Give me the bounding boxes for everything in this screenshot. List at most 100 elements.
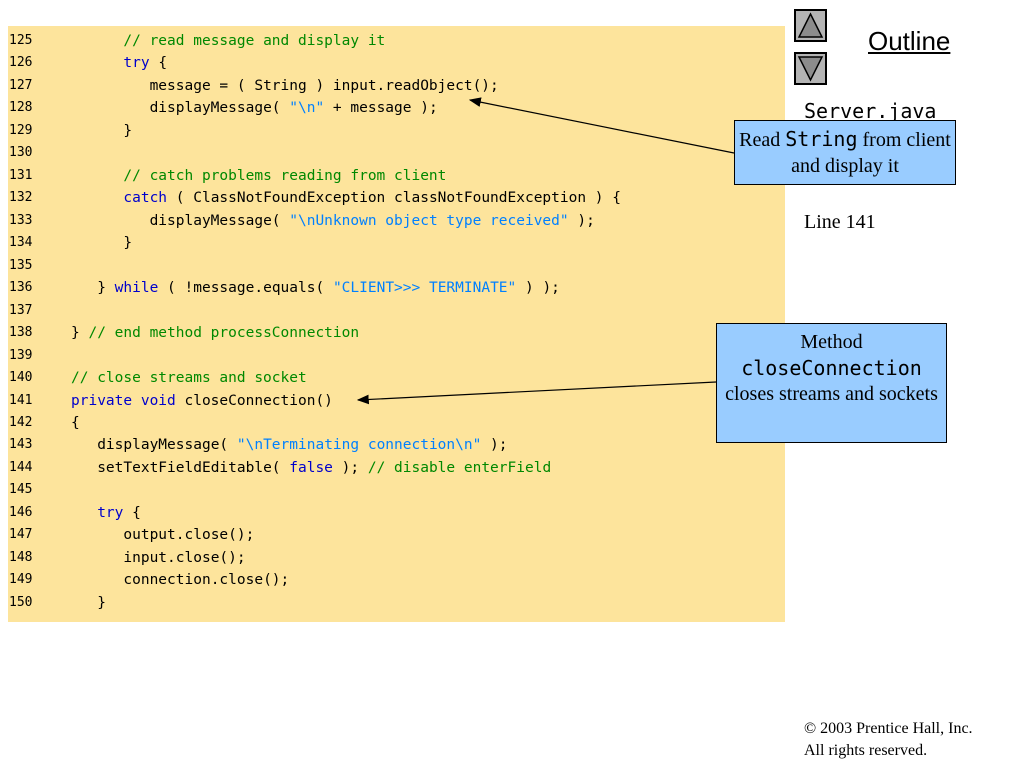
code-keyword: catch [123,190,168,207]
line-number: 136 [9,280,33,296]
code-text: displayMessage( "\nTerminating connectio… [71,434,508,456]
code-keyword: void [140,392,176,409]
code-text: } [71,592,106,614]
line-number: 148 [9,549,33,565]
code-token: ( ClassNotFoundException classNotFoundEx… [167,190,621,207]
code-comment: // disable enterField [367,459,552,476]
callout-code: closeConnection [741,356,922,380]
code-token: ); [332,459,368,476]
copyright-line: © 2003 Prentice Hall, Inc. [804,720,973,737]
outline-title[interactable]: Outline [868,26,951,56]
code-text: { [71,412,80,434]
code-text: } // end method processConnection [71,322,359,344]
indent [71,55,123,71]
indent [71,33,123,49]
line-number: 144 [9,459,33,475]
code-token: { [149,55,168,72]
indent [71,550,123,566]
code-text: private void closeConnection() [71,390,333,412]
code-token: ) ); [516,280,560,297]
code-text: input.close(); [71,547,246,569]
line-number: 147 [9,527,33,543]
code-text: try { [71,52,167,74]
line-number: 150 [9,594,33,610]
line-number: 126 [9,55,33,71]
code-comment: // end method processConnection [88,325,360,342]
code-token: } [97,594,106,611]
indent [71,235,123,251]
line-number: 130 [9,145,33,161]
callout-text: from client and display it [791,129,951,177]
code-text: // catch problems reading from client [71,165,446,187]
line-number: 132 [9,190,33,206]
callout-code: String [785,127,858,151]
indent [71,572,123,588]
code-string: "\nTerminating connection\n" [236,437,482,454]
file-name: Server.java [804,99,937,123]
line-number: 127 [9,77,33,93]
next-slide-button[interactable] [794,52,827,85]
code-text: displayMessage( "\nUnknown object type r… [71,210,595,232]
code-token: } [123,122,133,139]
indent [71,595,97,611]
code-token: ( !message.equals( [158,280,333,297]
line-number: 137 [9,302,33,318]
code-text: message = ( String ) input.readObject(); [71,75,499,97]
code-token [132,393,141,409]
line-number: 139 [9,347,33,363]
line-number: 129 [9,122,33,138]
previous-slide-button[interactable] [794,9,827,42]
code-token: input.close(); [123,549,246,566]
copyright-notice: © 2003 Prentice Hall, Inc. All rights re… [804,718,973,762]
indent [71,213,150,229]
triangle-down-icon [797,56,824,82]
code-token: } [71,325,89,342]
line-number: 133 [9,212,33,228]
code-token: ); [481,437,508,454]
code-comment: // catch problems reading from client [123,167,447,184]
line-number: 134 [9,235,33,251]
code-token: { [123,504,141,521]
code-text: } while ( !message.equals( "CLIENT>>> TE… [71,277,560,299]
indent [71,437,97,453]
code-text: displayMessage( "\n" + message ); [71,97,438,119]
indent [71,78,150,94]
line-number: 141 [9,392,33,408]
code-keyword: private [71,392,133,409]
indent [71,460,97,476]
line-number: 125 [9,33,33,48]
code-string: "\nUnknown object type received" [289,212,569,229]
line-number: 131 [9,167,33,183]
callout-text: closes streams and sockets [725,383,938,405]
indent [71,100,150,116]
callout-read-string: Read String from client and display it [734,120,956,185]
line-number: 138 [9,325,33,341]
callout-text: Read [739,129,786,151]
indent [71,280,97,296]
callout-close-connection: Method closeConnection closes streams and … [716,323,947,443]
rights-line: All rights reserved. [804,742,928,759]
indent [71,168,123,184]
code-token: + message ); [324,100,438,117]
code-token: displayMessage( [149,212,290,229]
indent [71,527,123,543]
line-number: 135 [9,257,33,273]
code-text: } [71,120,132,142]
line-number: 145 [9,482,33,498]
code-keyword: try [123,55,150,72]
code-comment: // close streams and socket [71,370,307,387]
code-keyword: while [114,280,159,297]
code-token: } [97,280,115,297]
line-number: 149 [9,572,33,588]
triangle-up-icon [797,12,824,38]
callout-text: Method [800,331,863,353]
code-text: // close streams and socket [71,367,307,389]
code-keyword: try [97,504,124,521]
line-number: 143 [9,437,33,453]
code-token: } [123,235,133,252]
line-number: 140 [9,370,33,386]
code-text: output.close(); [71,524,254,546]
code-token: closeConnection() [175,392,333,409]
code-token: message = ( String ) input.readObject(); [149,77,499,94]
